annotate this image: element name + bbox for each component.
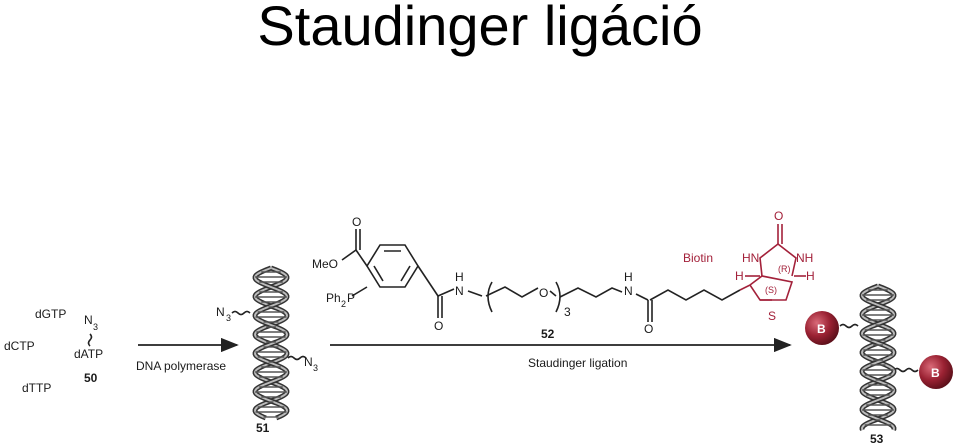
biotin-r-stereo: (R): [778, 264, 791, 274]
phosphine-reagent-52: O MeO Ph 2 P O H N O 3 H N O 52: [312, 215, 741, 341]
slide-title: Staudinger ligáció: [257, 0, 703, 57]
datp-azide-sub: 3: [93, 322, 98, 332]
biotin-sulfur: S: [768, 309, 776, 323]
urea-oxygen: O: [774, 209, 783, 223]
bead-bottom-linker: [893, 367, 919, 373]
compound-52-label: 52: [541, 327, 555, 341]
helix-strand-highlight-2: [254, 267, 288, 419]
dna-helix-53: [859, 283, 897, 431]
compound-53-label: 53: [870, 432, 884, 446]
biotin-bead-top: B: [805, 311, 859, 345]
biotin-s-stereo: (S): [765, 285, 777, 295]
helix51-azide-bottom-sub: 3: [313, 363, 318, 373]
nucleotide-dttp: dTTP: [22, 381, 51, 395]
nucleotide-datp: dATP: [74, 347, 103, 361]
methoxy-label: MeO: [312, 257, 338, 271]
peg-oxygen: O: [539, 286, 548, 300]
bead-top-label: B: [817, 322, 826, 336]
amide-carbonyl-o: O: [434, 319, 443, 333]
helix51-azide-bottom: N: [304, 355, 313, 369]
bead-bottom-label: B: [931, 366, 940, 380]
ph2p-ph: Ph: [326, 291, 341, 305]
amide2-n: N: [624, 284, 633, 298]
peg-bracket-left: [487, 281, 493, 313]
biotin-moiety: Biotin S (S) O HN NH (R) H H: [683, 209, 815, 323]
helix51-linker-bottom: [287, 355, 307, 361]
biotin-hn: HN: [742, 251, 759, 265]
peg-bracket-right: [555, 281, 561, 313]
compound-50-label: 50: [84, 371, 98, 385]
helix51-azide-top: N: [216, 305, 225, 319]
bead-top-linker: [839, 323, 859, 329]
dna-helix-51: [252, 265, 290, 421]
ph2p-sub: 2: [341, 299, 346, 309]
nucleotide-dctp: dCTP: [4, 339, 35, 353]
amide2-h: H: [624, 270, 633, 284]
datp-azide-n: N: [84, 313, 93, 327]
nucleotide-list: dGTP dCTP dATP dTTP N 3 50: [4, 307, 103, 395]
biotin-nh: NH: [796, 251, 813, 265]
helix51-linker-top: [231, 310, 251, 316]
amide2-carbonyl-o: O: [644, 322, 653, 336]
arrow2-label: Staudinger ligation: [528, 356, 627, 370]
biotin-label: Biotin: [683, 251, 713, 265]
datp-linker: [87, 333, 93, 347]
arrow-staudinger-ligation: Staudinger ligation: [330, 337, 792, 370]
peg-repeat: 3: [564, 305, 571, 319]
arrow1-label: DNA polymerase: [136, 359, 226, 373]
nucleotide-dgtp: dGTP: [35, 307, 66, 321]
ph2p-p: P: [347, 291, 355, 305]
biotin-h-right: H: [806, 269, 815, 283]
ester-carbonyl-o: O: [352, 215, 361, 229]
compound-51-label: 51: [256, 421, 270, 435]
helix51-azide-top-sub: 3: [226, 313, 231, 323]
biotin-h-left: H: [735, 269, 744, 283]
amide-n: N: [455, 284, 464, 298]
arrow-dna-polymerase: DNA polymerase: [136, 337, 239, 373]
biotin-bead-bottom: B: [893, 355, 953, 389]
amide-h: H: [455, 270, 464, 284]
